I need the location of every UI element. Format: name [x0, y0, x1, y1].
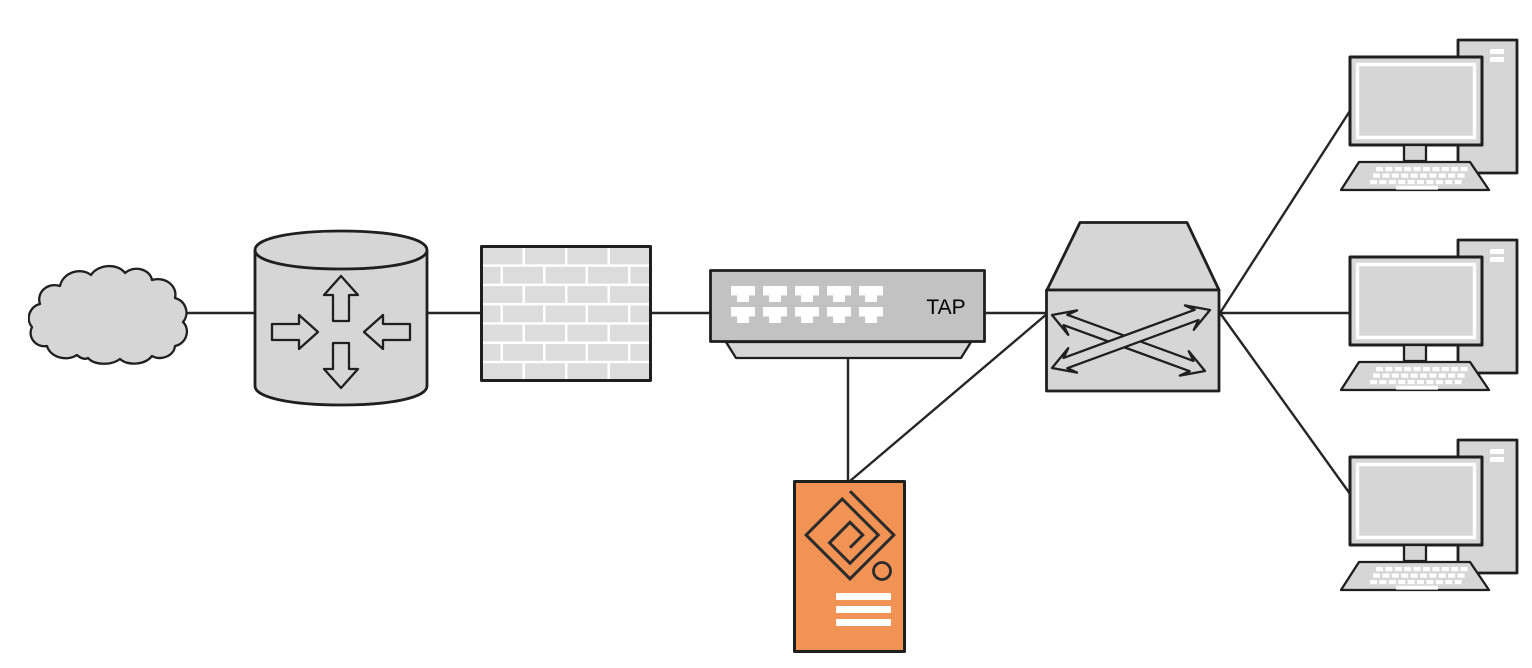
router-direction-arrows	[270, 274, 412, 390]
desktop-computer-icon	[1340, 436, 1520, 598]
workstation-glyph	[1341, 440, 1517, 590]
switch-top-face	[1045, 221, 1221, 292]
edge-switch-sensor	[849, 312, 1049, 482]
desktop-computer-icon	[1340, 236, 1520, 398]
router-arrows-icon	[253, 229, 429, 407]
tap-label: TAP	[926, 296, 965, 319]
network-tap-node: TAP	[709, 269, 987, 361]
logo-dot	[872, 561, 892, 581]
tap-chassis	[709, 269, 986, 343]
sensor-appliance-icon	[793, 480, 906, 653]
edge-switch-workstation-1	[1218, 102, 1357, 314]
label-bars	[836, 593, 891, 626]
arrow-up	[322, 274, 360, 323]
arrow-left	[362, 313, 412, 351]
tap-base-tray	[724, 340, 973, 360]
router-node	[252, 228, 430, 408]
brick-wall-icon	[480, 245, 652, 382]
diamond-spiral-logo	[804, 490, 896, 581]
cloud-icon	[28, 264, 189, 365]
workstation-1-node	[1340, 36, 1520, 198]
cylinder-top-edge	[253, 249, 429, 271]
arrow-right	[270, 313, 320, 351]
double-arrow-ascending	[1050, 304, 1212, 374]
desktop-computer-icon	[1340, 36, 1520, 198]
firewall-border	[480, 245, 652, 382]
arrow-down	[322, 341, 360, 390]
firewall-node	[480, 245, 652, 382]
workstation-glyph	[1341, 240, 1517, 390]
workstation-glyph	[1341, 40, 1517, 190]
internet-cloud-node	[28, 262, 204, 366]
workstation-2-node	[1340, 236, 1520, 398]
monitor-sensor-node	[793, 480, 906, 653]
crossed-arrows	[1050, 304, 1212, 377]
crossed-arrows-switch-icon	[1045, 221, 1221, 393]
workstation-3-node	[1340, 436, 1520, 598]
tap-ports-icon: TAP	[709, 269, 986, 360]
edge-switch-workstation-3	[1219, 312, 1354, 499]
lan-switch-node	[1045, 221, 1221, 393]
bricks	[482, 247, 650, 380]
